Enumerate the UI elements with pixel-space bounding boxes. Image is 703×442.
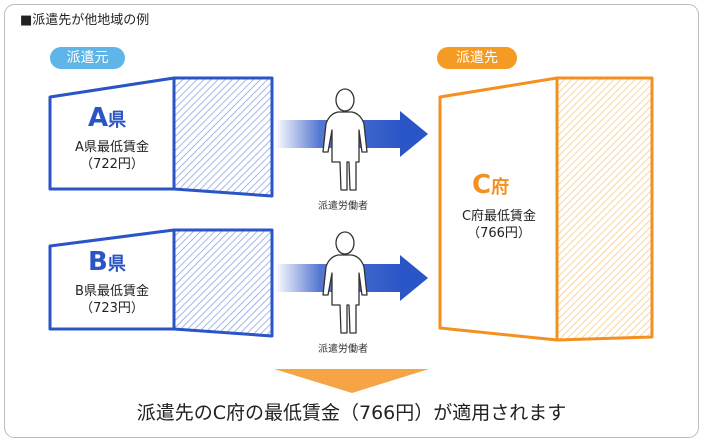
box-a-heading: A県	[88, 103, 126, 133]
box-b-wage-value: （723円）	[80, 301, 144, 316]
box-a-label: A県最低賃金 （722円）	[52, 139, 172, 173]
box-c	[438, 76, 654, 342]
box-b	[48, 228, 274, 338]
conclusion-text: 派遣先のC府の最低賃金（766円）が適用されます	[136, 402, 567, 424]
box-c-letter: C	[472, 170, 492, 200]
worker-icon	[322, 88, 368, 191]
box-b-letter: B	[88, 247, 108, 277]
box-b-heading: B県	[88, 247, 126, 277]
box-c-suffix: 府	[491, 177, 510, 198]
box-c-heading: C府	[472, 170, 509, 200]
box-c-wage-label: C府最低賃金	[461, 209, 537, 224]
box-a-wage-value: （722円）	[80, 157, 144, 172]
diagram-title: ■派遣先が他地域の例	[20, 13, 150, 28]
box-a-letter: A	[88, 103, 109, 133]
worker-icon	[322, 231, 368, 334]
destination-pill: 派遣先	[437, 47, 517, 69]
box-b-wage-label: B県最低賃金	[75, 284, 149, 299]
worker-label: 派遣労働者	[318, 201, 368, 212]
worker-label: 派遣労働者	[318, 344, 368, 355]
box-b-suffix: 県	[107, 254, 126, 275]
box-c-wage-value: （766円）	[467, 226, 531, 241]
box-a-wage-label: A県最低賃金	[75, 140, 149, 155]
box-a-suffix: 県	[108, 110, 127, 131]
down-arrow	[274, 369, 429, 393]
box-c-label: C府最低賃金 （766円）	[442, 208, 556, 242]
box-a	[48, 76, 274, 198]
box-b-label: B県最低賃金 （723円）	[52, 283, 172, 317]
source-pill: 派遣元	[50, 47, 125, 69]
